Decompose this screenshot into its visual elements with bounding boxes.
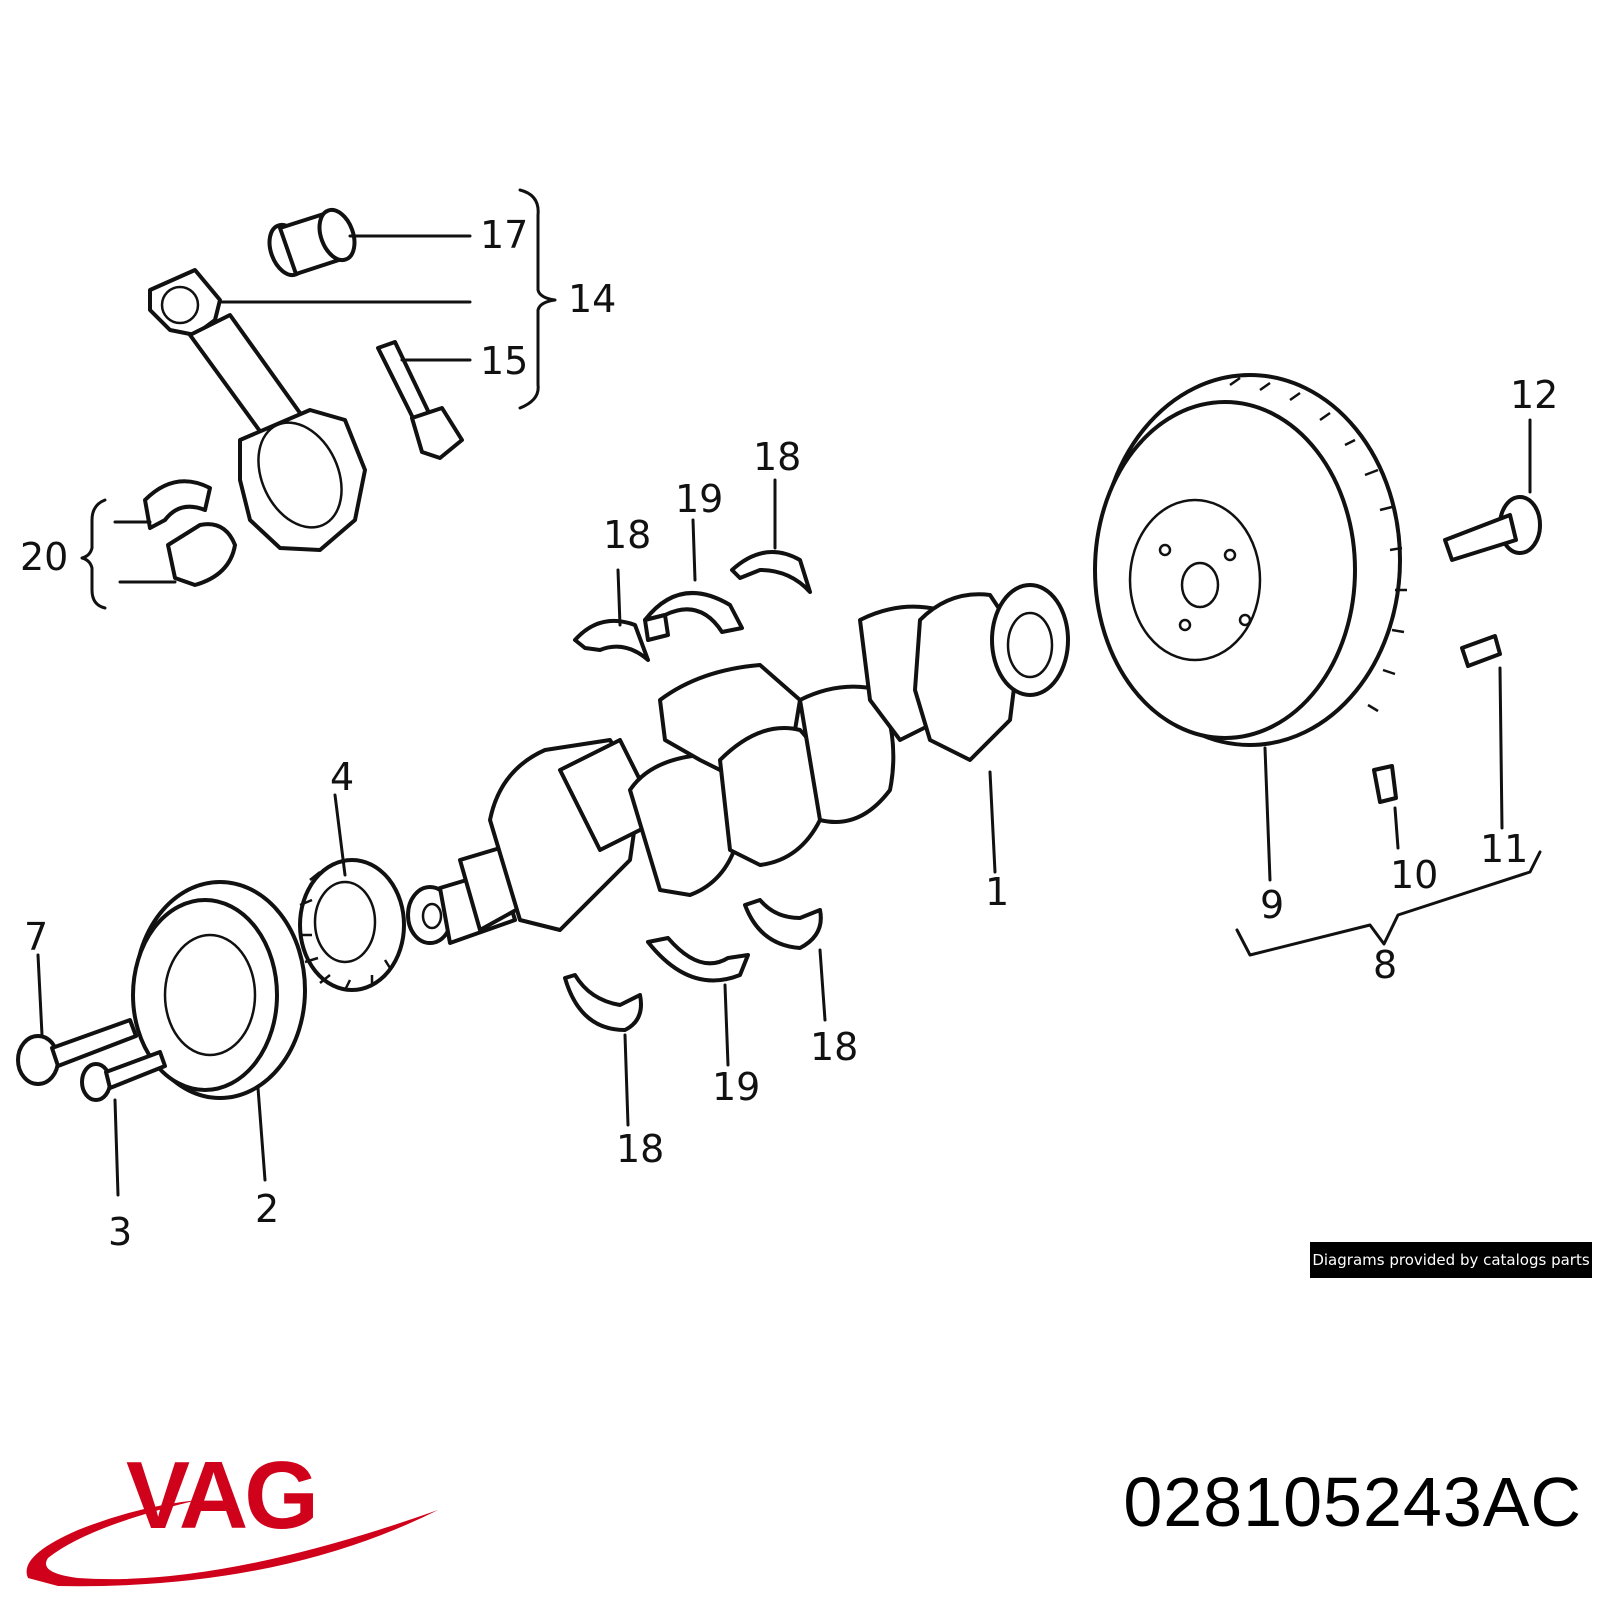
callout-15: 15 — [480, 339, 528, 383]
callout-12: 12 — [1510, 373, 1558, 417]
callout-17: 17 — [480, 213, 528, 257]
thrust-washer-upper-1 — [573, 618, 650, 662]
thrust-washer-lower-1 — [563, 973, 643, 1032]
flywheel — [1093, 373, 1407, 747]
flywheel-bolt — [1443, 495, 1542, 562]
callout-18-upper-left: 18 — [603, 513, 651, 557]
pulley-bolt-1 — [16, 1018, 138, 1086]
logo-wordmark: VAG — [126, 1442, 315, 1549]
dowel-pin-10 — [1372, 764, 1398, 804]
logo-swoosh — [26, 1500, 438, 1587]
callout-9: 9 — [1260, 883, 1284, 927]
part-number: 028105243AC — [1123, 1463, 1582, 1541]
callout-19-lower: 19 — [712, 1065, 760, 1109]
callout-11: 11 — [1480, 827, 1528, 871]
callout-19-upper: 19 — [675, 477, 723, 521]
callout-20: 20 — [20, 535, 68, 579]
thrust-washer-lower-2 — [743, 898, 823, 950]
callout-7: 7 — [24, 915, 48, 959]
callout-18-lower-left: 18 — [616, 1127, 664, 1171]
callout-18-upper-right: 18 — [753, 435, 801, 479]
pulley-bolt-2 — [80, 1050, 167, 1102]
callout-14: 14 — [568, 277, 616, 321]
callout-1: 1 — [985, 870, 1009, 914]
callout-lines-upper-left — [80, 188, 557, 610]
main-bearing-shell-lower — [646, 936, 750, 983]
diagram-credit-label: Diagrams provided by catalogs parts — [1310, 1242, 1592, 1278]
vag-logo: VAG — [26, 1442, 438, 1587]
callout-18-lower-right: 18 — [810, 1025, 858, 1069]
callout-2: 2 — [255, 1187, 279, 1231]
callout-10: 10 — [1390, 853, 1438, 897]
crankshaft-sprocket — [298, 858, 406, 992]
vibration-damper-pulley — [131, 880, 307, 1100]
connecting-rod — [148, 268, 367, 552]
callout-8: 8 — [1373, 943, 1397, 987]
callout-3: 3 — [108, 1210, 132, 1254]
connecting-rod-bolt — [376, 340, 464, 460]
thrust-washer-upper-2 — [730, 550, 812, 594]
dowel-pin-11 — [1460, 634, 1502, 668]
callout-4: 4 — [330, 755, 354, 799]
callout-leader-lines — [36, 418, 1542, 1197]
piston-pin-bushing — [267, 207, 357, 278]
crankshaft — [406, 583, 1070, 945]
big-end-bearing-shells — [143, 479, 237, 587]
main-bearing-shell-upper — [643, 591, 744, 642]
